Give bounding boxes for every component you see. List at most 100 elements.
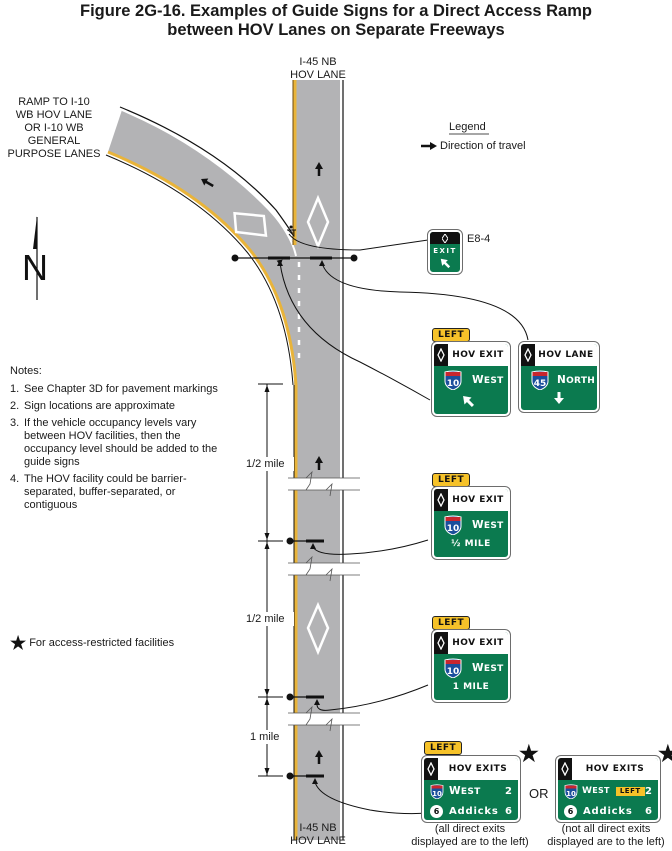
note-item: 3.If the vehicle occupancy levels vary b… xyxy=(10,417,225,469)
diamond-icon xyxy=(434,344,448,366)
figure-title: Figure 2G-16. Examples of Guide Signs fo… xyxy=(0,2,672,40)
diamond-symbol-ramp xyxy=(233,211,268,238)
svg-text:10: 10 xyxy=(447,524,460,534)
dest-cap: W xyxy=(472,374,484,386)
inline-left-plaque: LEFT xyxy=(615,786,645,796)
dimension-lines xyxy=(258,383,283,777)
sign-destination: WEST xyxy=(472,519,504,531)
sign-header-text: HOV EXIT xyxy=(452,638,504,648)
sign-half-mile: HOV EXIT 10 WEST ½ MILE xyxy=(431,486,511,560)
sign-header: HOV EXIT xyxy=(434,632,508,654)
sign-destination: NORTH xyxy=(557,374,595,386)
bottom-road-label-line1: I-45 NB xyxy=(299,822,337,834)
ramp-outer-edge xyxy=(121,109,297,257)
sign-exit-row: 10 WEST 2 xyxy=(424,780,518,800)
arrow-up-left-icon xyxy=(463,396,475,408)
legend-item-direction: Direction of travel xyxy=(440,140,526,152)
dest-rest: EST xyxy=(483,376,504,386)
caption-line: displayed are to the left) xyxy=(547,836,665,848)
overhead-sign-structure xyxy=(231,254,358,262)
sign-route-row: 10 WEST xyxy=(434,511,508,535)
arrow-down-icon xyxy=(554,392,564,404)
sign-route-row: 10 WEST xyxy=(434,654,508,678)
dest-cap: W xyxy=(472,519,484,531)
star-icon: ★ xyxy=(10,633,27,653)
figure-title-line2: between HOV Lanes on Separate Freeways xyxy=(167,21,505,39)
dest-rest: EST xyxy=(460,787,481,797)
break-line-1 xyxy=(288,470,360,497)
notes: Notes: 1. See Chapter 3D for pavement mar… xyxy=(10,365,225,516)
note-text: See Chapter 3D for pavement markings xyxy=(24,383,218,395)
route-6-marker-icon: 6 xyxy=(564,804,577,818)
notes-list: 1. See Chapter 3D for pavement markings 2… xyxy=(10,383,225,512)
gore-exit-sign-post xyxy=(287,225,296,237)
caption-line: (not all direct exits xyxy=(561,823,651,835)
ramp-pavement xyxy=(108,110,300,330)
break-line-2 xyxy=(288,555,360,582)
dest-rest: EST xyxy=(483,521,504,531)
interstate-10-shield-icon: 10 xyxy=(564,783,578,799)
notes-heading: Notes: xyxy=(10,365,42,377)
dest-cap: N xyxy=(557,374,567,386)
svg-text:10: 10 xyxy=(447,379,460,389)
sign-destination: WEST xyxy=(472,662,504,674)
sign-gore-hov-lane: HOV LANE 45 NORTH xyxy=(518,341,600,413)
ramp-label-line: PURPOSE LANES xyxy=(7,148,101,160)
sign-destination: Addicks xyxy=(583,805,633,817)
left-plaque: LEFT xyxy=(424,741,463,755)
distance-label-3: 1 mile xyxy=(250,731,280,743)
sign-destination: Addicks xyxy=(449,805,499,817)
dest-cap: W xyxy=(582,786,593,796)
north-label: N xyxy=(22,247,48,288)
diamond-symbol-main-lower xyxy=(306,601,330,656)
leader-e8-4 xyxy=(288,233,429,251)
sign-exit-row: 6 Addicks 6 xyxy=(424,800,518,820)
sign-distance: 1 MILE xyxy=(452,682,490,692)
leader-gore-left xyxy=(276,259,431,401)
top-road-label: I-45 NB HOV LANE xyxy=(282,56,354,82)
diamond-icon xyxy=(521,344,535,366)
sign-hov-exits-a: HOV EXITS 10 WEST 2 6 Addicks 6 xyxy=(421,755,521,823)
sign-header: HOV EXIT xyxy=(434,344,508,366)
svg-text:45: 45 xyxy=(534,379,547,389)
sign-header: HOV LANE xyxy=(521,344,597,366)
dest-rest: EST xyxy=(592,786,610,795)
distance-label-2: 1/2 mile xyxy=(246,613,285,625)
leader-one-mile xyxy=(316,684,429,711)
caption-a: (all direct exits displayed are to the l… xyxy=(404,823,536,849)
sign-exit-row: 6 Addicks 6 xyxy=(558,800,658,820)
sign-destination: WEST xyxy=(582,786,610,796)
diamond-symbol-main-top xyxy=(306,194,330,250)
note-text: Sign locations are approximate xyxy=(24,400,176,412)
sign-header-text: HOV EXIT xyxy=(452,495,504,505)
interstate-10-shield-icon: 10 xyxy=(444,515,462,535)
dest-cap: W xyxy=(449,785,461,797)
svg-text:10: 10 xyxy=(447,667,460,677)
leader-half-mile xyxy=(312,539,429,555)
svg-text:10: 10 xyxy=(432,790,442,798)
left-plaque: LEFT xyxy=(432,473,471,487)
sign-gore-hov-exit: HOV EXIT 10 WEST xyxy=(431,341,511,417)
sign-header: HOV EXITS xyxy=(424,758,518,780)
footnote-text: For access-restricted facilities xyxy=(29,637,175,649)
sign-distance: ½ MILE xyxy=(451,539,491,549)
note-text: If the vehicle occupancy levels vary bet… xyxy=(24,417,218,468)
dest-cap: W xyxy=(472,662,484,674)
interstate-10-shield-icon: 10 xyxy=(444,370,462,390)
left-plaque: LEFT xyxy=(432,616,471,630)
note-item: 1. See Chapter 3D for pavement markings xyxy=(10,383,225,396)
ramp-label: RAMP TO I-10 WB HOV LANE OR I-10 WB GENE… xyxy=(2,96,106,161)
note-number: 1. xyxy=(10,383,20,395)
note-number: 2. xyxy=(10,400,20,412)
sign-exit-miles: 2 xyxy=(645,785,652,797)
sign-destination: WEST xyxy=(472,374,504,386)
caption-line: (all direct exits xyxy=(434,823,506,835)
sign-header: HOV EXIT xyxy=(434,489,508,511)
interstate-10-shield-icon: 10 xyxy=(444,658,462,678)
direction-arrow-ramp xyxy=(201,178,214,188)
figure-title-line1: Figure 2G-16. Examples of Guide Signs fo… xyxy=(80,2,592,20)
top-road-label-line2: HOV LANE xyxy=(290,69,346,81)
ground-sign-3 xyxy=(286,772,324,780)
or-label: OR xyxy=(529,786,549,801)
interstate-10-shield-icon: 10 xyxy=(430,783,444,799)
